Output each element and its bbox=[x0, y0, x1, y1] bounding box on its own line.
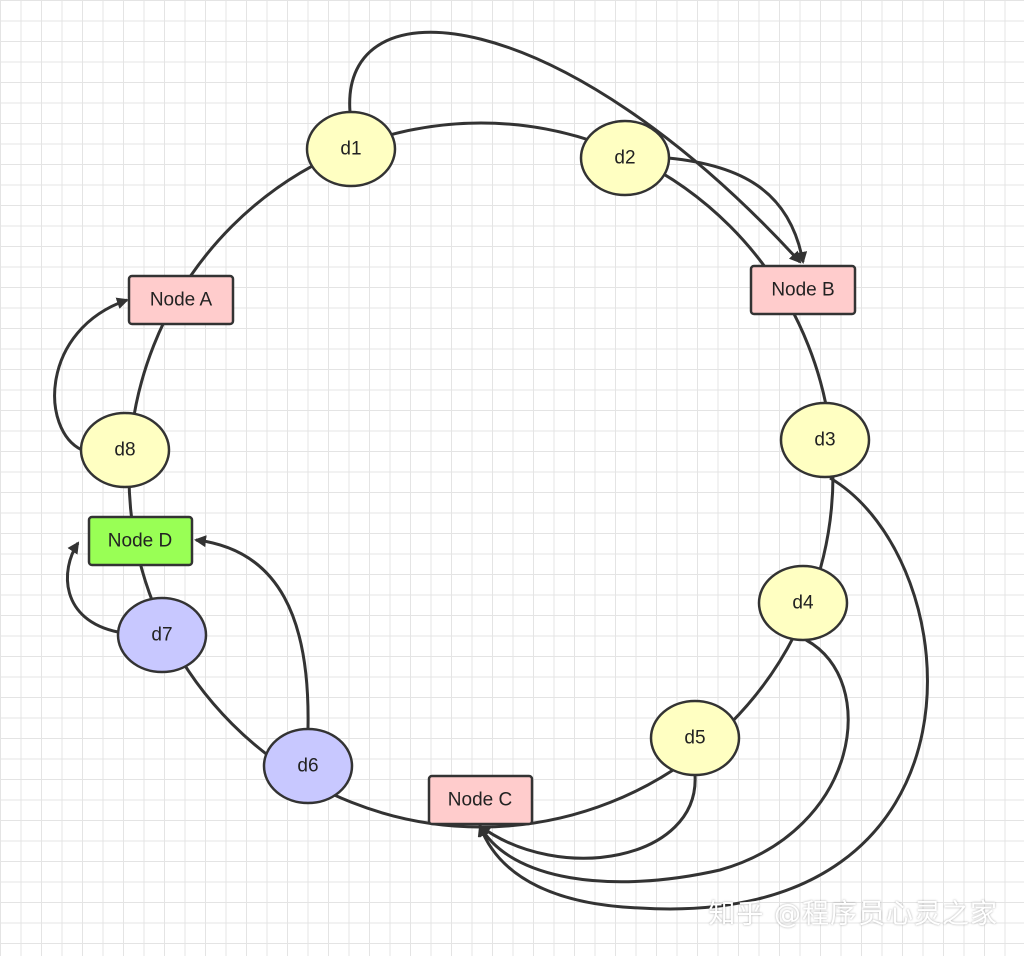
disk-d7: d7 bbox=[116, 596, 208, 674]
disk-d5: d5 bbox=[649, 699, 741, 777]
arrow-d2-to-node-b bbox=[667, 156, 808, 264]
arrow-d7-to-node-d bbox=[65, 541, 119, 634]
arrow-d8-to-node-a bbox=[53, 297, 129, 452]
arrow-d6-to-node-d bbox=[194, 535, 310, 729]
disk-d7-label: d7 bbox=[151, 625, 172, 646]
node-c-label: Node C bbox=[448, 790, 512, 811]
disk-d4: d4 bbox=[757, 564, 849, 642]
disk-d6-label: d6 bbox=[297, 756, 318, 777]
node-b-label: Node B bbox=[771, 280, 834, 301]
node-d: Node D bbox=[87, 515, 194, 567]
watermark: 知乎 @程序员心灵之家 bbox=[708, 899, 998, 930]
disk-d5-label: d5 bbox=[684, 728, 705, 749]
disk-d3: d3 bbox=[779, 401, 871, 479]
node-a: Node A bbox=[127, 274, 235, 326]
arrow-d4-to-node-c bbox=[478, 638, 850, 884]
disk-d1-label: d1 bbox=[340, 139, 361, 160]
node-c: Node C bbox=[427, 774, 534, 826]
arrow-d3-to-node-c bbox=[477, 476, 929, 911]
disk-d8: d8 bbox=[79, 411, 171, 489]
node-a-label: Node A bbox=[150, 290, 213, 311]
arrow-d1-to-node-b bbox=[348, 30, 802, 264]
node-b: Node B bbox=[749, 264, 857, 316]
disk-d1: d1 bbox=[305, 110, 397, 188]
disk-d8-label: d8 bbox=[114, 440, 135, 461]
node-d-label: Node D bbox=[108, 531, 172, 552]
disk-d3-label: d3 bbox=[814, 430, 835, 451]
arrow-d5-to-node-c bbox=[478, 774, 697, 860]
disk-d6: d6 bbox=[262, 727, 354, 805]
disk-d4-label: d4 bbox=[792, 593, 814, 614]
disk-d2-label: d2 bbox=[614, 148, 635, 169]
disk-d2: d2 bbox=[579, 119, 671, 197]
